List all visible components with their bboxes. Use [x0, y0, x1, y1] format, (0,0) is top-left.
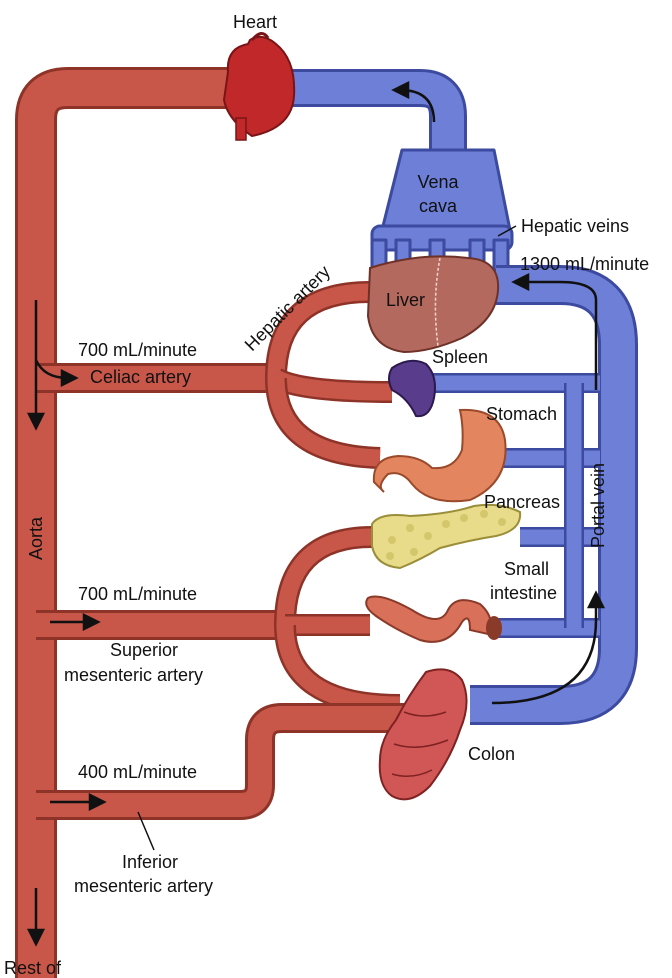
- flow-arrows: [26, 80, 606, 947]
- label-flow-celiac: 700 mL/minute: [78, 340, 197, 360]
- liver-organ: [366, 255, 500, 354]
- colon-organ: [378, 668, 468, 801]
- aorta-vessel: [15, 67, 240, 978]
- label-colon: Colon: [468, 744, 515, 764]
- label-flow-inferior: 400 mL/minute: [78, 762, 197, 782]
- label-aorta: Aorta: [26, 516, 46, 560]
- label-vena-cava-2: cava: [419, 196, 458, 216]
- aorta-flow-arrow-bottom: [26, 928, 46, 947]
- label-flow-hepatic: 1300 mL/minute: [520, 254, 649, 274]
- label-celiac-artery: Celiac artery: [90, 367, 191, 387]
- aorta-flow-arrow-top: [26, 412, 46, 431]
- label-inferior-1: Inferior: [122, 852, 178, 872]
- celiac-flow-arrow: [60, 368, 79, 388]
- label-leaders: [137, 225, 517, 851]
- arterial-system: [15, 67, 420, 978]
- inferior-mesenteric-flow-arrow: [88, 792, 107, 812]
- venous-system: [285, 69, 638, 725]
- label-small-intestine-1: Small: [504, 559, 549, 579]
- label-vena-cava-1: Vena: [417, 172, 459, 192]
- label-inferior-2: mesenteric artery: [74, 876, 213, 896]
- superior-mesenteric-flow-arrow: [82, 612, 101, 632]
- heart-organ: [222, 32, 296, 141]
- label-rest-of: Rest of: [4, 958, 62, 978]
- label-spleen: Spleen: [432, 347, 488, 367]
- stomach-organ: [372, 408, 507, 503]
- label-heart: Heart: [233, 12, 277, 32]
- pancreas-organ: [371, 503, 522, 570]
- inferior-mesenteric-leader: [137, 811, 155, 851]
- label-portal-vein: Portal vein: [588, 463, 608, 548]
- label-superior-1: Superior: [110, 640, 178, 660]
- label-liver: Liver: [386, 290, 425, 310]
- hepatic-veins-leader: [497, 225, 517, 237]
- spleen-organ: [388, 359, 436, 418]
- small-intestine-organ: [365, 595, 502, 643]
- portal-flow-arrow-top: [511, 272, 530, 292]
- label-stomach: Stomach: [486, 404, 557, 424]
- portal-flow-arrow-bottom: [586, 590, 606, 609]
- label-superior-2: mesenteric artery: [64, 665, 203, 685]
- label-hepatic-veins: Hepatic veins: [521, 216, 629, 236]
- vena-cava-flow-arrow: [391, 80, 410, 100]
- label-pancreas: Pancreas: [484, 492, 560, 512]
- label-small-intestine-2: intestine: [490, 583, 557, 603]
- label-flow-superior: 700 mL/minute: [78, 584, 197, 604]
